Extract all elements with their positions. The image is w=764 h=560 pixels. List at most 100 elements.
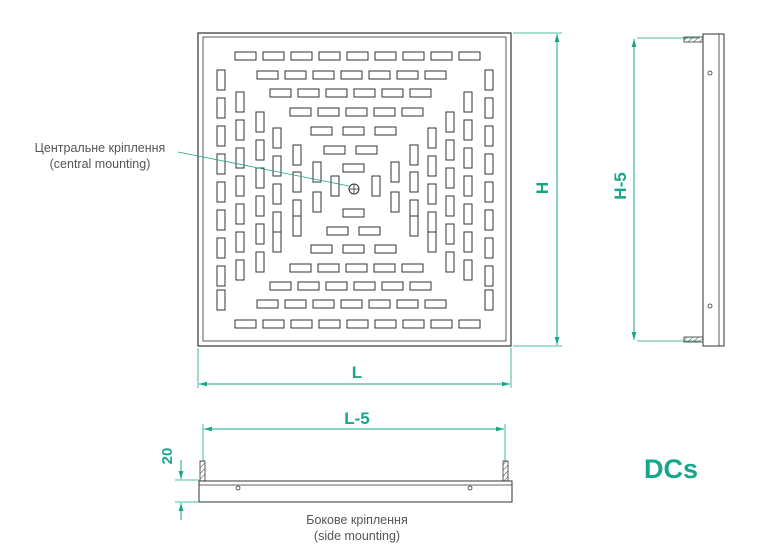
grille-slot (255, 139, 265, 161)
dimension-H-label: H (533, 182, 552, 194)
side-flange-bottom (683, 336, 705, 343)
grille-slot (272, 183, 282, 205)
grille-slot (235, 91, 245, 113)
grille-slot (312, 299, 335, 309)
grille-slot (216, 153, 226, 175)
grille-slot (445, 223, 455, 245)
grille-slot (374, 51, 397, 61)
grille-slot (342, 244, 365, 254)
grille-slot (284, 70, 307, 80)
grille-slot (374, 126, 397, 136)
central-mount-label-line1: Центральне кріплення (35, 141, 166, 155)
grille-slots (216, 51, 494, 329)
grille-slot (297, 281, 320, 291)
grille-slot (463, 259, 473, 281)
grille-slot (430, 51, 453, 61)
dimension-L-label: L (352, 363, 362, 382)
grille-slot (216, 237, 226, 259)
grille-slot (427, 155, 437, 177)
grille-slot (317, 263, 340, 273)
side-mount-hole-top (707, 70, 713, 76)
grille-slot (235, 203, 245, 225)
grille-slot (458, 51, 481, 61)
grille-slot (445, 251, 455, 273)
grille-slot (292, 144, 302, 166)
grille-slot (484, 209, 494, 231)
grille-slot (262, 319, 285, 329)
grille-slot (484, 125, 494, 147)
grille-slot (292, 171, 302, 193)
grille-front-view (177, 32, 512, 347)
grille-slot (390, 161, 400, 183)
grille-slot (368, 70, 391, 80)
grille-slot (216, 125, 226, 147)
grille-slot (484, 97, 494, 119)
grille-slot (368, 299, 391, 309)
grille-slot (401, 263, 424, 273)
grille-slot (255, 195, 265, 217)
grille-slot (256, 299, 279, 309)
grille-slot (317, 107, 340, 117)
grille-slot (409, 88, 432, 98)
grille-slot (390, 191, 400, 213)
grille-slot (374, 319, 397, 329)
bottom-mount-hole-left (235, 485, 241, 491)
grille-slot (342, 126, 365, 136)
brand-label: DCs (644, 454, 698, 484)
grille-slot (289, 107, 312, 117)
grille-slot (284, 299, 307, 309)
grille-slot (323, 145, 346, 155)
grille-slot (262, 51, 285, 61)
grille-slot (269, 88, 292, 98)
grille-slot (345, 107, 368, 117)
grille-inner-frame (202, 36, 507, 342)
side-mount-label-line1: Бокове кріплення (306, 513, 407, 527)
grille-slot (272, 155, 282, 177)
grille-slot (445, 195, 455, 217)
grille-slot (235, 175, 245, 197)
grille-slot (345, 263, 368, 273)
central-mount-leader (177, 151, 350, 187)
grille-slot (484, 289, 494, 311)
grille-slot (445, 167, 455, 189)
grille-slot (325, 281, 348, 291)
grille-slot (216, 97, 226, 119)
grille-slot (235, 259, 245, 281)
grille-slot (373, 107, 396, 117)
side-view-vertical: H-5 (611, 33, 725, 347)
grille-slot (484, 69, 494, 91)
grille-slot (463, 203, 473, 225)
grille-slot (318, 51, 341, 61)
side-mount-label-line2: (side mounting) (314, 529, 400, 543)
grille-slot (346, 319, 369, 329)
dimension-L5-label: L-5 (344, 409, 370, 428)
bottom-body (198, 480, 513, 503)
grille-slot (312, 191, 322, 213)
grille-slot (255, 251, 265, 273)
grille-slot (235, 231, 245, 253)
grille-slot (255, 167, 265, 189)
grille-slot (289, 263, 312, 273)
grille-slot (272, 127, 282, 149)
grille-slot (269, 281, 292, 291)
grille-slot (402, 51, 425, 61)
grille-slot (340, 70, 363, 80)
grille-slot (463, 175, 473, 197)
grille-slot (424, 299, 447, 309)
grille-slot (402, 319, 425, 329)
grille-slot (216, 181, 226, 203)
grille-slot (235, 119, 245, 141)
side-view-horizontal: L-5 20 (159, 409, 513, 520)
grille-slot (427, 183, 437, 205)
grille-slot (409, 144, 419, 166)
dimension-H5-label: H-5 (611, 172, 630, 199)
grille-slot (427, 211, 437, 233)
grille-slot (272, 231, 282, 253)
grille-slot (216, 265, 226, 287)
grille-slot (373, 263, 396, 273)
grille-slot (427, 127, 437, 149)
grille-slot (374, 244, 397, 254)
grille-slot (463, 119, 473, 141)
side-flange-top (683, 36, 705, 43)
